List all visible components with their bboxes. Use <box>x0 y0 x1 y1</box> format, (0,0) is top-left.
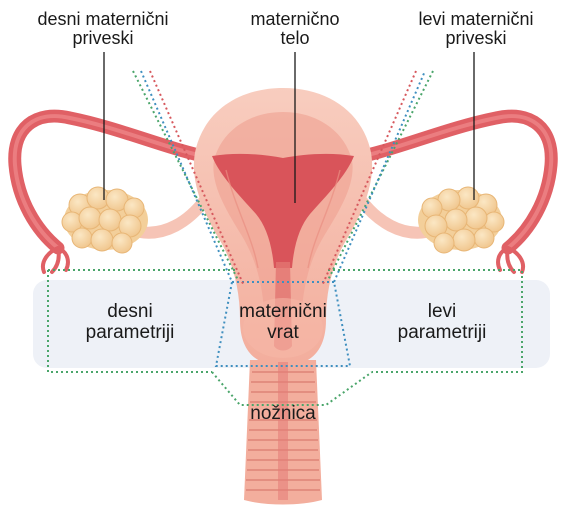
label-uterine-body-line1: maternično <box>220 10 370 29</box>
label-vagina-text: nožnica <box>233 404 333 425</box>
label-cervix: maternični vrat <box>223 302 343 343</box>
label-left-adnexa: levi maternični priveski <box>396 10 556 49</box>
label-left-parametrium-line1: levi <box>372 302 512 323</box>
ovary-left <box>418 187 504 253</box>
ovary-right <box>62 187 148 253</box>
label-uterine-body: maternično telo <box>220 10 370 49</box>
label-right-adnexa-line2: priveski <box>24 29 182 48</box>
label-left-adnexa-line1: levi maternični <box>396 10 556 29</box>
label-left-parametrium: levi parametriji <box>372 302 512 343</box>
label-left-parametrium-line2: parametriji <box>372 323 512 344</box>
label-cervix-line1: maternični <box>223 302 343 323</box>
label-right-parametrium-line2: parametriji <box>60 323 200 344</box>
label-right-adnexa: desni maternični priveski <box>24 10 182 49</box>
label-right-parametrium: desni parametriji <box>60 302 200 343</box>
label-vagina: nožnica <box>233 404 333 425</box>
label-right-adnexa-line1: desni maternični <box>24 10 182 29</box>
label-cervix-line2: vrat <box>223 323 343 344</box>
label-uterine-body-line2: telo <box>220 29 370 48</box>
label-left-adnexa-line2: priveski <box>396 29 556 48</box>
label-right-parametrium-line1: desni <box>60 302 200 323</box>
